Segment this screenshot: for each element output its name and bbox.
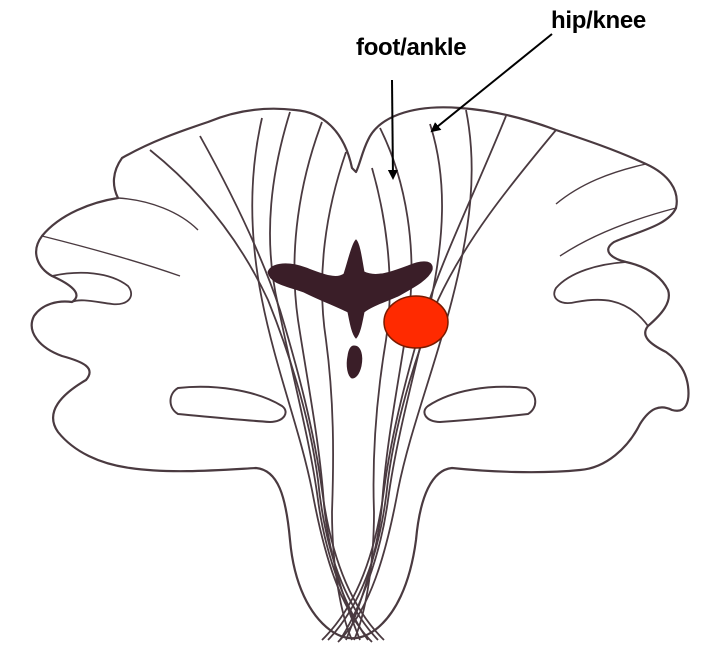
left-lateral-sulcus: [171, 387, 286, 422]
foot-ankle-label: foot/ankle: [356, 34, 466, 62]
right-sulcus-2: [556, 164, 646, 204]
right-temporal-loop: [554, 262, 648, 326]
lesion-marker: [384, 296, 448, 348]
brain-outline: [32, 107, 689, 638]
right-lateral-sulcus: [424, 387, 535, 422]
third-ventricle: [347, 346, 362, 378]
left-sulcus-1: [42, 236, 180, 276]
foot-ankle-arrow: [392, 80, 393, 178]
left-sulcus-2: [118, 198, 198, 230]
hip-knee-label: hip/knee: [551, 7, 646, 35]
left-temporal-loop: [52, 273, 131, 304]
right-sulcus-1: [560, 208, 676, 256]
left-fiber-tracts: [150, 112, 384, 642]
